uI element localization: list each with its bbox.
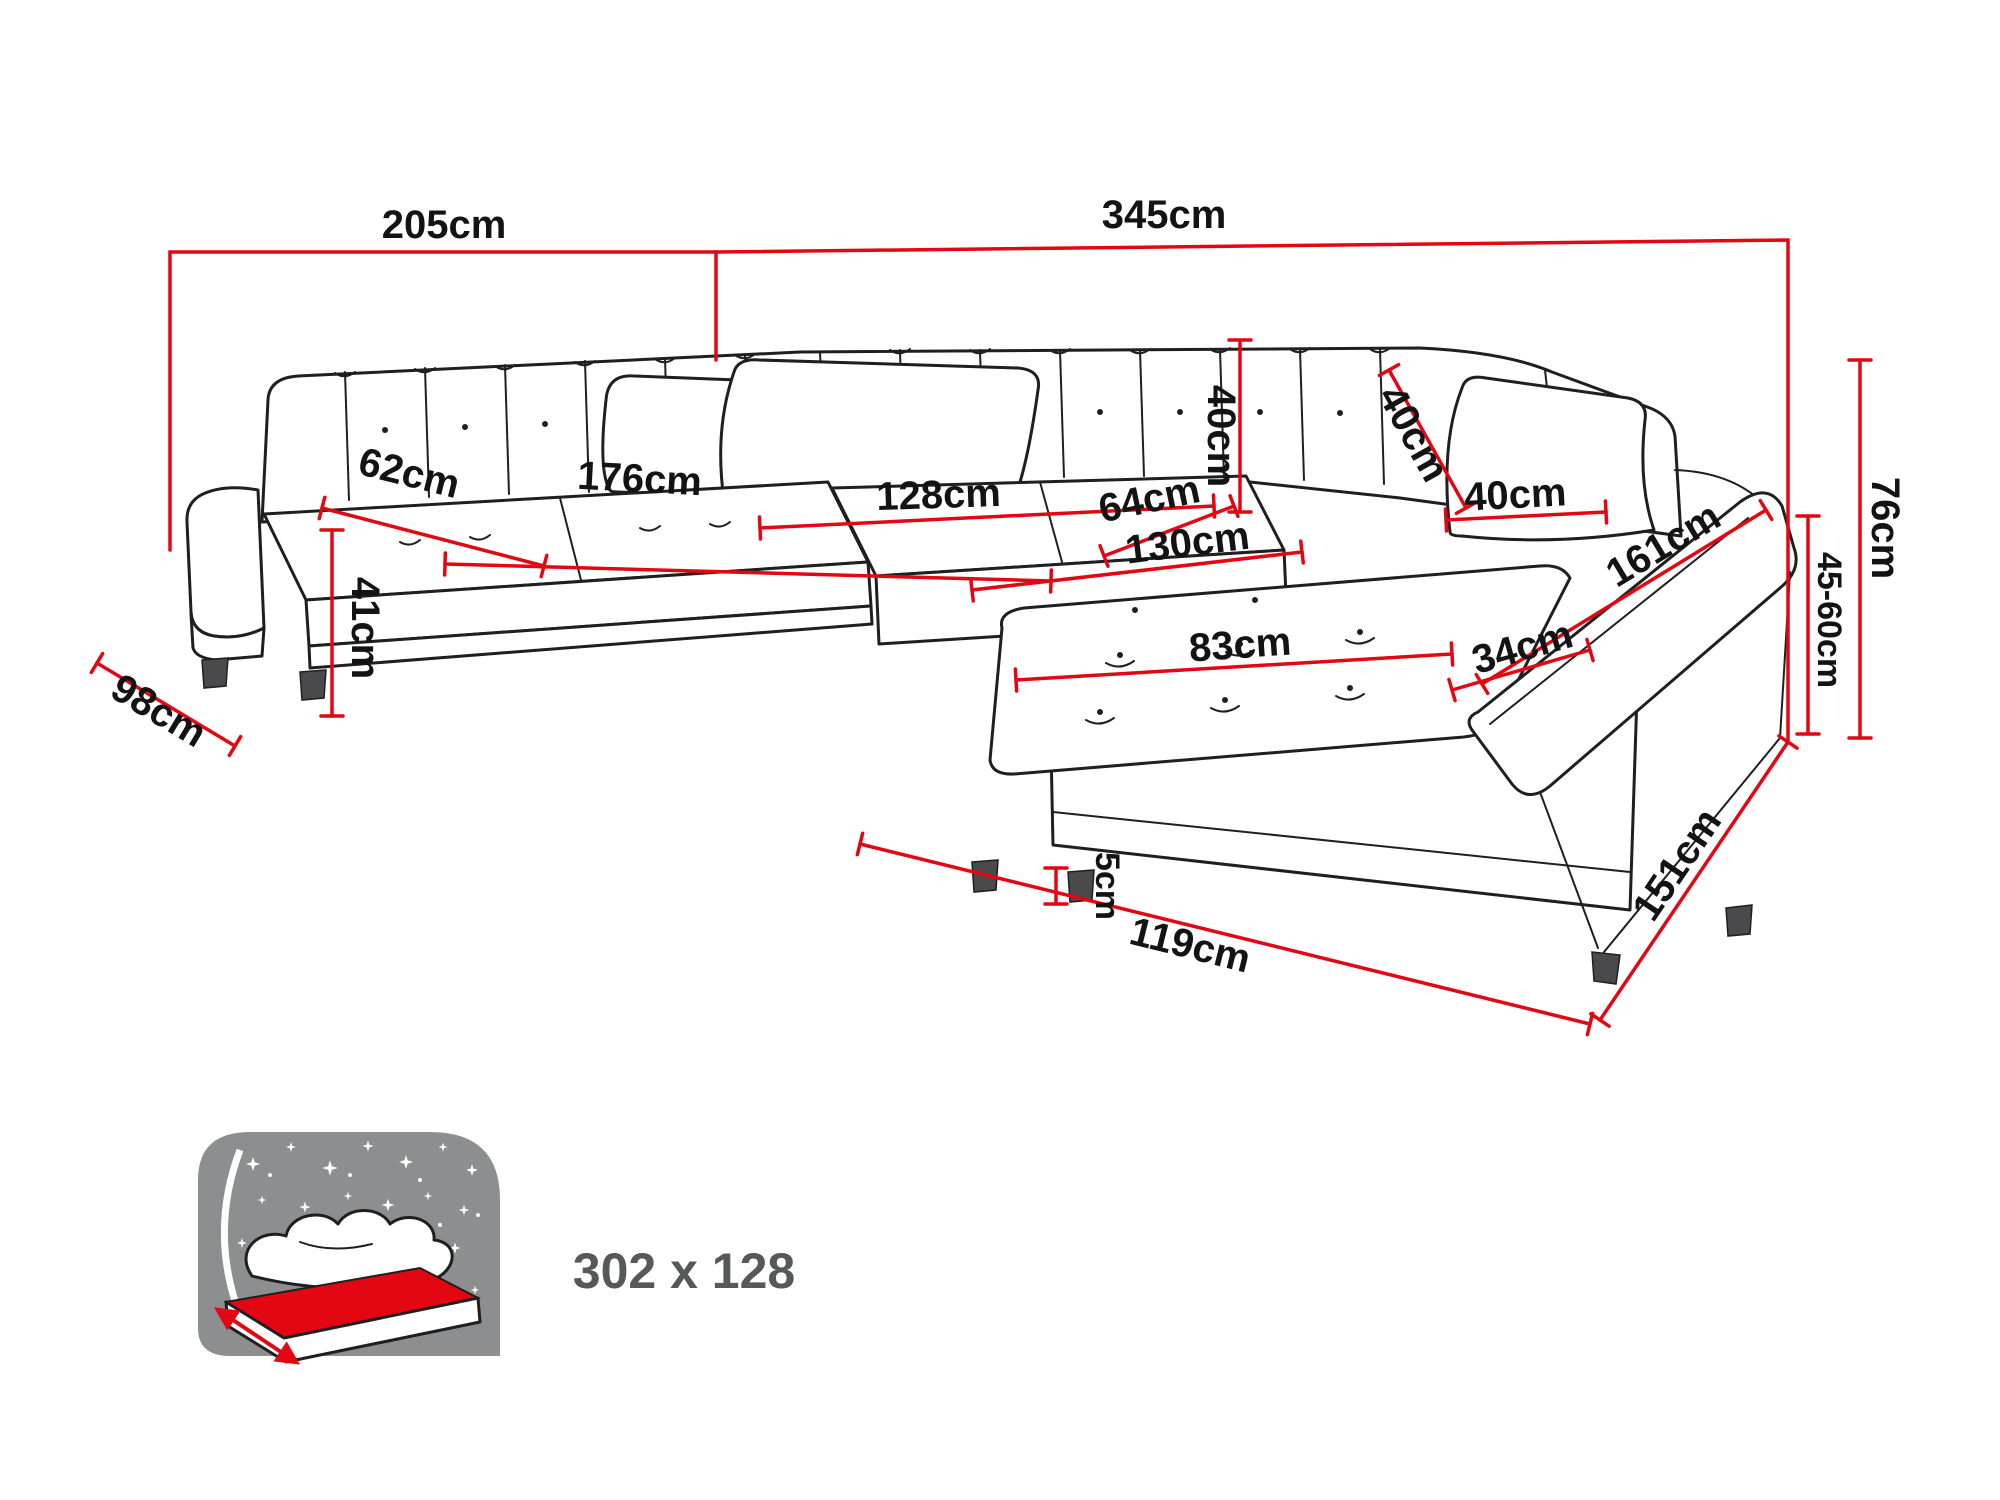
dimension-tick xyxy=(1603,499,1609,525)
dimension-tick xyxy=(89,651,105,675)
dimension-tick xyxy=(1048,568,1054,594)
dimension-tick xyxy=(855,831,865,857)
sofa-leg xyxy=(201,657,229,689)
dimension-tick xyxy=(968,577,976,603)
dimension-tick xyxy=(1585,1011,1595,1037)
dim-label-seat-height: 41cm xyxy=(343,577,387,679)
dim-line-130 xyxy=(970,550,1304,592)
dim-line-40-cushion-width xyxy=(1444,510,1608,522)
dimension-tick xyxy=(442,551,448,577)
dimension-tick xyxy=(1474,672,1490,696)
dim-label-leg-height: 5cm xyxy=(1088,852,1126,920)
sofa-leg xyxy=(299,669,327,701)
dimension-tick xyxy=(757,515,763,541)
dimension-lines xyxy=(89,238,1873,1037)
dim-line-128 xyxy=(758,504,1216,530)
dim-line-205 xyxy=(168,250,718,552)
dim-label-front-width: 119cm xyxy=(1125,909,1254,981)
backrest-seam-dips xyxy=(334,347,1391,378)
dimension-tick xyxy=(1447,677,1457,703)
dim-label-backrest-height: 40cm xyxy=(1199,385,1243,487)
dimension-tick xyxy=(539,553,549,579)
dim-label-backrest-adjustable-height: 45-60cm xyxy=(1810,552,1848,688)
left-armrest-base xyxy=(189,612,266,662)
dim-label-chaise-length: 83cm xyxy=(1188,620,1293,671)
sofa-leg xyxy=(1725,904,1753,937)
dimension-tick xyxy=(1589,1012,1611,1028)
sleeping-area-label: 302 x 128 xyxy=(573,1243,795,1299)
middle-seat-seam xyxy=(1039,481,1063,563)
dimension-tick xyxy=(1211,493,1217,519)
dim-line-40-cushion-height xyxy=(1387,368,1468,510)
dim-line-64 xyxy=(1102,504,1236,558)
dim-line-62 xyxy=(320,506,546,568)
dim-label-seat-length-middle: 128cm xyxy=(876,471,1002,519)
right-armrest xyxy=(1467,491,1798,796)
dim-line-176 xyxy=(443,562,1053,583)
dimension-labels: 205cm 345cm 62cm 176cm 41cm 98cm 128cm 6… xyxy=(104,193,1907,982)
dim-label-seat-length-left: 176cm xyxy=(576,454,703,504)
dim-line-345 xyxy=(714,238,1790,744)
dim-line-34 xyxy=(1450,648,1592,692)
right-chaise-plinth xyxy=(1052,811,1631,873)
dimension-tick xyxy=(1098,543,1110,569)
chaise-creases xyxy=(1085,637,1375,725)
dim-line-119 xyxy=(858,842,1592,1026)
dim-line-83 xyxy=(1014,652,1454,682)
left-armrest xyxy=(185,486,266,639)
sleeping-area-icon: 302 x 128 xyxy=(198,1132,795,1365)
unfold-arrow xyxy=(214,1307,300,1365)
dimension-tick xyxy=(317,495,327,521)
dimension-tick xyxy=(1298,539,1306,565)
dimension-tick xyxy=(1777,734,1799,750)
dim-line-161 xyxy=(1480,508,1768,686)
dimension-tick xyxy=(227,734,243,758)
dim-label-side-depth-left: 98cm xyxy=(104,666,214,756)
dimension-tick xyxy=(1443,507,1449,533)
left-seat-seam xyxy=(559,497,583,585)
chaise-buttons xyxy=(1097,597,1363,715)
duvet-fold xyxy=(299,1241,373,1250)
left-seat-creases xyxy=(399,521,731,546)
dimension-tick xyxy=(1758,498,1774,522)
left-seat-base xyxy=(307,604,874,670)
sofa-drawing xyxy=(185,346,1798,985)
dim-label-cushion-width: 40cm xyxy=(1463,470,1567,519)
dim-label-width-back: 345cm xyxy=(1102,193,1227,237)
dimension-tick xyxy=(1454,500,1478,516)
dim-line-98 xyxy=(95,661,237,748)
dim-line-151 xyxy=(1598,740,1790,1022)
dimension-tick xyxy=(1585,637,1595,663)
back-pillow-right xyxy=(1445,375,1656,542)
dim-label-total-height: 76cm xyxy=(1863,477,1907,579)
right-armrest-roll-line xyxy=(1489,517,1749,725)
sofa-leg xyxy=(1591,951,1621,985)
dimension-tick xyxy=(1449,641,1455,667)
dimension-tick xyxy=(1013,667,1019,693)
dim-label-side-depth-right: 151cm xyxy=(1624,801,1730,929)
dimension-tick xyxy=(1377,362,1401,378)
dim-label-width-left: 205cm xyxy=(382,203,507,247)
